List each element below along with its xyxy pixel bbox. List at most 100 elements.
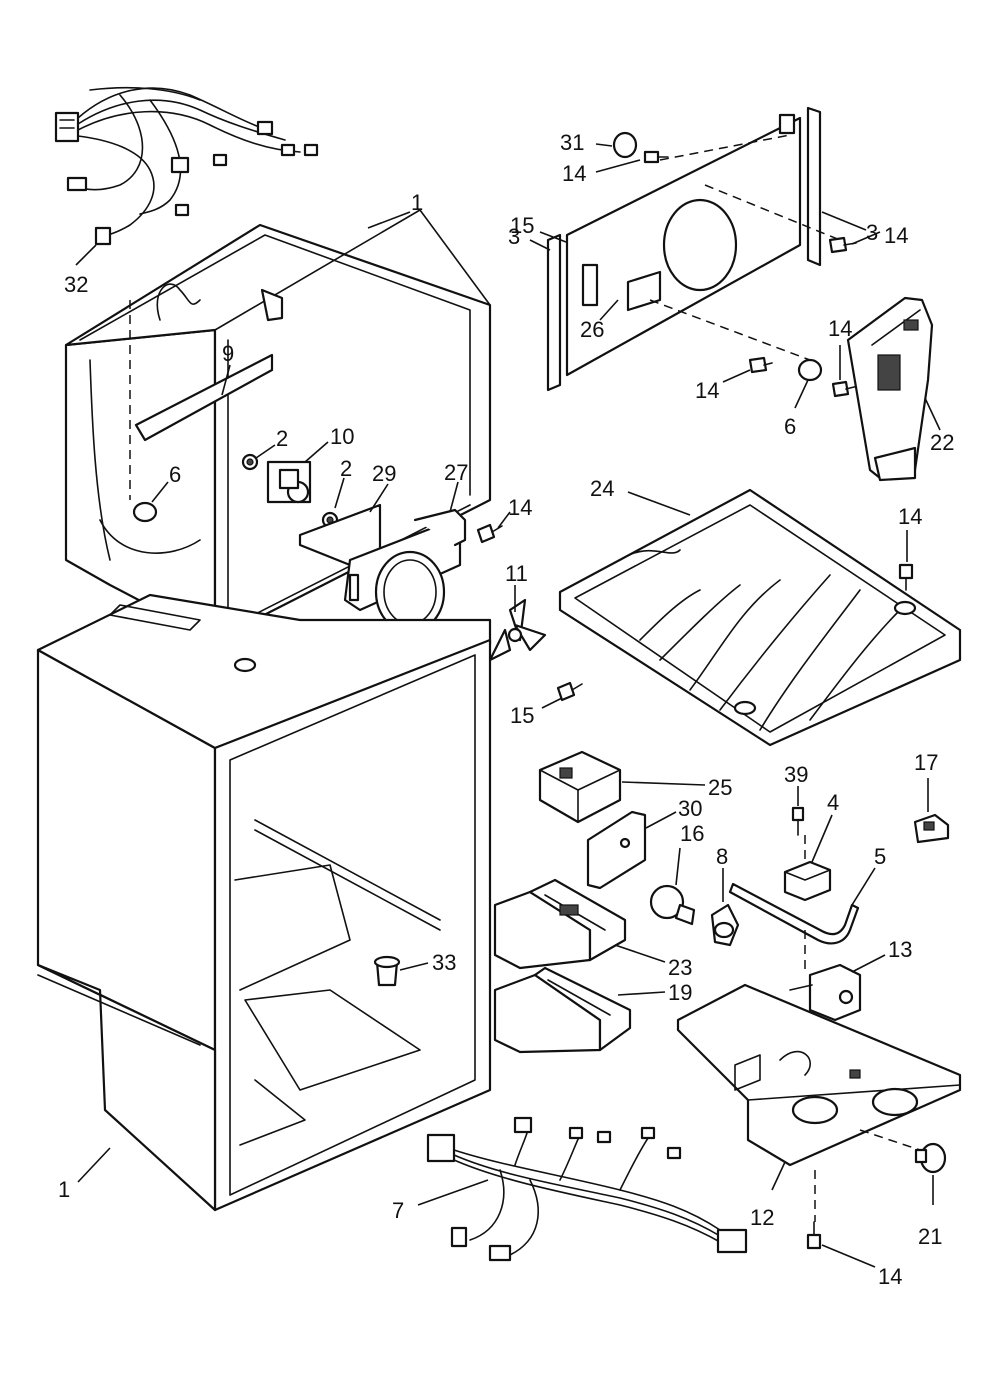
callout-14-e-label: 14 xyxy=(898,504,922,529)
freezer-liner xyxy=(64,209,492,642)
callout-9: 9 xyxy=(221,341,234,396)
callout-1-top-label: 1 xyxy=(411,190,423,215)
callout-14-d-label: 14 xyxy=(828,316,852,341)
plug-left xyxy=(132,501,158,523)
callout-16-label: 15 xyxy=(510,213,534,238)
callout-26-label: 25 xyxy=(708,775,732,800)
mounting-bracket xyxy=(129,288,284,500)
screws-15 xyxy=(476,523,583,702)
callout-24: 23 xyxy=(614,944,692,980)
callout-25-label: 24 xyxy=(590,476,614,501)
callout-2-a-label: 2 xyxy=(276,426,288,451)
callout-40-label: 39 xyxy=(784,762,808,787)
callout-27-label: 26 xyxy=(580,317,604,342)
control-knob xyxy=(710,903,740,947)
callout-15-b: 15 xyxy=(510,697,563,728)
control-switch xyxy=(789,930,862,1022)
callout-17-label: 16 xyxy=(680,821,704,846)
clip xyxy=(913,813,950,844)
wiring-harness-lower xyxy=(426,1116,748,1262)
callout-1-top: 1 xyxy=(367,190,423,229)
callout-19-label: 17 xyxy=(914,750,938,775)
callout-7: 7 xyxy=(392,1179,489,1223)
callout-27: 26 xyxy=(580,299,619,342)
callout-32: 31 xyxy=(560,130,613,155)
callout-10: 10 xyxy=(304,424,354,463)
callout-9-label: 9 xyxy=(222,341,234,366)
callout-2-b-label: 2 xyxy=(340,456,352,481)
callout-26: 25 xyxy=(621,775,732,800)
callout-8-label: 8 xyxy=(716,844,728,869)
sensor-assembly xyxy=(783,806,832,902)
callout-11: 11 xyxy=(505,561,528,612)
light-bulb xyxy=(649,884,696,926)
callout-29-label: 27 xyxy=(444,460,468,485)
callout-21-label: 19 xyxy=(668,980,692,1005)
callout-12-label: 12 xyxy=(750,1205,774,1230)
callout-14-c: 14 xyxy=(695,369,751,403)
callout-4: 4 xyxy=(811,790,839,863)
callout-6-right: 6 xyxy=(784,379,809,439)
callout-labels: 1 1 2 2 3 3 4 5 xyxy=(58,130,954,1289)
light-shield-upper xyxy=(493,878,627,970)
callout-33-label: 32 xyxy=(64,272,88,297)
callout-30-label: 29 xyxy=(372,461,396,486)
callout-6-right-label: 6 xyxy=(784,414,796,439)
control-housing xyxy=(676,983,962,1222)
callout-32-label: 31 xyxy=(560,130,584,155)
callout-31: 30 xyxy=(645,796,702,829)
callout-29: 27 xyxy=(444,460,468,513)
dial-knob xyxy=(914,1142,947,1174)
wiring-harness-upper xyxy=(54,86,319,246)
callout-3-right: 3 xyxy=(821,211,878,245)
callout-1-bottom-label: 1 xyxy=(58,1177,70,1202)
callout-25: 24 xyxy=(590,476,691,516)
callout-2-b: 2 xyxy=(334,456,352,509)
callout-22: 21 xyxy=(918,1175,942,1249)
callout-39-label: 33 xyxy=(432,950,456,975)
callout-14-f-label: 14 xyxy=(878,1264,902,1289)
drain-cap xyxy=(373,955,401,987)
callout-5-label: 5 xyxy=(874,844,886,869)
callout-22-label: 21 xyxy=(918,1224,942,1249)
callout-10-label: 10 xyxy=(330,424,354,449)
freezer-shelf xyxy=(558,488,962,747)
callout-14-b: 14 xyxy=(851,223,908,248)
callout-2-a: 2 xyxy=(255,426,288,459)
callout-3-left: 3 xyxy=(508,224,551,251)
callout-40: 39 xyxy=(784,762,808,806)
callout-23-label: 22 xyxy=(930,430,954,455)
callout-14-a: 14 xyxy=(562,159,641,186)
drain-tube xyxy=(728,882,860,945)
callout-30: 29 xyxy=(369,461,396,513)
callout-8: 8 xyxy=(716,844,728,902)
callout-7-label: 7 xyxy=(392,1198,404,1223)
callout-4-label: 4 xyxy=(827,790,839,815)
callout-3-right-label: 3 xyxy=(866,220,878,245)
callout-33: 32 xyxy=(64,244,97,297)
callout-6-left: 6 xyxy=(151,462,181,503)
callout-19: 17 xyxy=(914,750,938,812)
spacer xyxy=(612,131,638,159)
thermostat-control xyxy=(266,460,312,504)
callout-1-bottom: 1 xyxy=(58,1147,111,1202)
callout-39: 33 xyxy=(399,950,456,975)
callout-15-a: 14 xyxy=(497,495,532,529)
cabinet-liner-lower xyxy=(36,593,492,1212)
air-duct xyxy=(846,296,934,482)
screws-2 xyxy=(241,453,339,529)
callout-3-left-label: 3 xyxy=(508,224,520,249)
fan-blade xyxy=(488,598,547,662)
callout-14-c-label: 14 xyxy=(695,378,719,403)
callout-14-f: 14 xyxy=(821,1244,902,1289)
callout-13-label: 13 xyxy=(888,937,912,962)
callout-31-label: 30 xyxy=(678,796,702,821)
rear-cover-panel xyxy=(546,106,841,392)
callout-5: 5 xyxy=(851,844,886,906)
callout-11-label: 11 xyxy=(505,561,528,586)
callout-17: 16 xyxy=(675,821,704,886)
plug-right xyxy=(797,358,823,382)
callout-14-b-label: 14 xyxy=(884,223,908,248)
callout-24-label: 23 xyxy=(668,955,692,980)
